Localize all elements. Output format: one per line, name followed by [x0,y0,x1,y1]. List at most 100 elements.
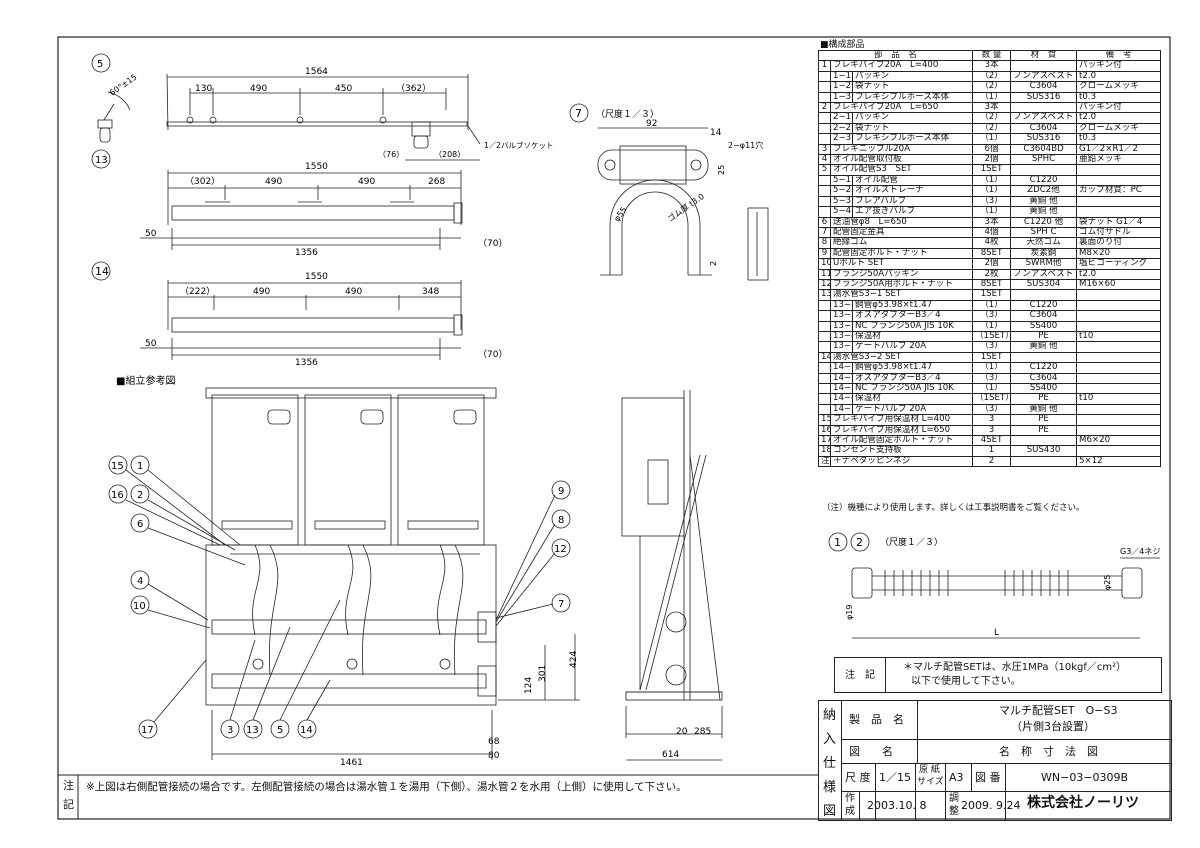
dim-450: 450 [335,84,352,94]
part-material [1010,164,1078,176]
part-qty: （2） [972,112,1012,124]
part-material [1010,102,1078,114]
part-code: 2−3 [830,133,853,145]
part-group: 16 [818,424,831,437]
part-material: PE [1010,424,1078,437]
part-group [818,70,831,83]
balloon-8: 8 [558,515,564,526]
part-qty: 4枚 [972,237,1012,249]
part-note [1076,206,1162,218]
hose-dim-19: φ19 [845,605,854,620]
part-group: 10 [818,258,831,270]
part-name: オイルストレーナ [851,185,974,197]
part-name: ゲートバルブ 20A [851,341,974,353]
view-13-pipe [140,170,463,250]
part-qty: 6個 [972,143,1012,156]
v13-dim-490a: 490 [265,177,282,187]
part-material [1010,60,1078,72]
part-qty: 4個 [972,226,1012,239]
balloon-7: 7 [558,599,564,610]
hose-number-2: 2 [856,536,863,549]
part-group: 4 [818,154,831,166]
part-note: t2.0 [1076,112,1162,124]
part-qty: 4SET [972,435,1012,447]
part-qty: （3） [972,341,1012,353]
part-material: SUS304 [1010,278,1078,291]
made-label-1: 作 [845,793,855,804]
part-material: ZDC2他 [1010,185,1078,197]
part-note: クロームメッキ [1076,122,1162,135]
part-group: 6 [818,216,831,228]
part-material: 黄銅 他 [1010,206,1078,218]
v14-dim-490b: 490 [345,287,362,297]
part-note [1076,445,1162,457]
part-qty: 8SET [972,278,1012,291]
part-name: オスアダプターB3／4 [851,372,974,385]
part-note [1076,320,1162,332]
part-note: 袋ナット G1／4 [1076,216,1162,228]
part-code: 13−1 [830,299,853,312]
balloon-1: 1 [137,461,143,472]
part-material: PE [1010,330,1078,343]
v13-dim-1550: 1550 [305,162,328,172]
part-material [1010,289,1078,301]
note-box: 注 記 ＊マルチ配管SETは、水圧1MPa（10kgf／cm²） 以下で使用して… [834,657,1162,693]
note-box-label: 注 記 [845,670,875,681]
part-qty: （1） [972,174,1012,187]
part-group [818,403,831,416]
part-group [818,330,831,343]
part-note [1076,195,1162,208]
balloon-labels: 15 1 16 2 6 4 10 17 3 13 5 14 9 8 12 7 [111,461,567,736]
product-label: 製 品 名 [849,713,904,726]
part-name: フレキシブルホース本体 [851,91,974,104]
part-note: パッキン付 [1076,102,1162,114]
made-label-2: 成 [845,806,855,817]
balloon-12: 12 [554,544,567,555]
part-material: ノンアスベスト [1010,268,1078,280]
hose-thread: G3／4ネジ [1120,547,1160,556]
part-qty: （1SET） [972,393,1012,405]
note-box-text-2: 以下で使用して下さい。 [911,676,1021,687]
part-name: 送油管φ8 L=650 [829,216,974,228]
hose-dim-L: L [994,628,999,638]
view-14-number: 14 [95,265,109,278]
part-material: SUS316 [1010,91,1078,104]
part-group: 18 [818,445,831,457]
dim-1564: 1564 [305,67,328,77]
part-group: 1 [818,60,831,72]
table-row: 14−1鋼管φ53.98×t1.47（1）C1220 [818,362,1162,374]
part-name: オスアダプターB3／4 [851,310,974,322]
view-7-scale: （尺度１／３） [596,108,659,120]
assembly-title: ■組立参考図 [116,374,175,387]
asm-dim-285: 285 [694,727,711,737]
part-note [1076,174,1162,187]
part-qty: （1） [972,206,1012,218]
part-note [1076,351,1162,364]
part-qty: （3） [972,195,1012,208]
side-label-2: 入 [823,732,837,747]
part-name: 鋼管φ53.98×t1.47 [851,299,974,312]
table-row: 18コンセント支持板1SUS430 [818,445,1162,457]
v7-dim-25: 25 [717,165,726,175]
part-group: 17 [818,435,831,447]
v7-dim-holes: 2−φ11穴 [728,140,763,150]
adj-date: 2009. 9.24 [961,799,1021,812]
part-name: 配管固定ボルト・ナット [829,247,974,260]
balloon-16: 16 [111,490,124,501]
part-note [1076,341,1162,353]
part-qty: （2） [972,70,1012,83]
part-name: NC フランジ50A JIS 10K [851,382,974,395]
dim-76: （76） [378,150,404,159]
part-name: オイル配管固定ボルト・ナット [829,435,974,447]
part-code: 13−4 [830,330,853,343]
part-group: 15 [818,414,831,426]
v13-dim-490b: 490 [358,177,375,187]
